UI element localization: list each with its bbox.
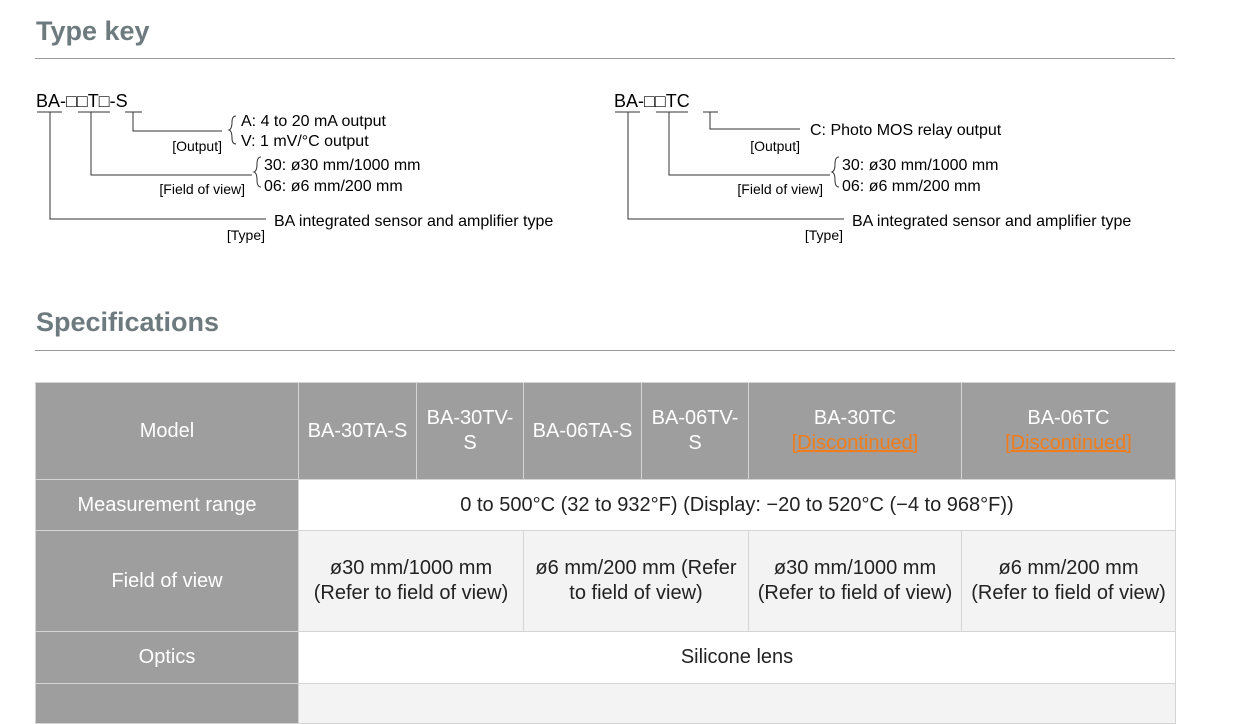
table-row-field-of-view: Field of view ø30 mm/1000 mm (Refer to f… bbox=[35, 530, 1176, 632]
table-row-next bbox=[35, 683, 1176, 724]
discontinued-link-ba-06tc[interactable]: [Discontinued] bbox=[1005, 432, 1132, 454]
fov-value-06tc: ø6 mm/200 mm (Refer to field of view) bbox=[961, 530, 1176, 632]
model-ba-30tc-cell: BA-30TC [Discontinued] bbox=[748, 382, 962, 480]
fov-option-30: 30: ø30 mm/1000 mm bbox=[842, 157, 999, 174]
model-ba-30ta-s: BA-30TA-S bbox=[298, 382, 417, 480]
type-key-title: Type key bbox=[36, 16, 150, 46]
model-ba-30tc: BA-30TC bbox=[813, 407, 897, 429]
output-label: [Output] bbox=[750, 138, 800, 154]
specifications-table: Model BA-30TA-S BA-30TV-S BA-06TA-S BA-0… bbox=[35, 382, 1176, 724]
discontinued-link-ba-30tc[interactable]: [Discontinued] bbox=[791, 432, 919, 454]
specifications-title: Specifications bbox=[36, 307, 220, 337]
model-code-pattern: BA-□□TC bbox=[614, 91, 690, 111]
type-label: [Type] bbox=[227, 227, 265, 243]
type-label: [Type] bbox=[805, 227, 843, 243]
row-label-next bbox=[35, 683, 299, 724]
output-option-c: C: Photo MOS relay output bbox=[810, 122, 1002, 139]
type-key-diagram-tc-lines: BA-□□TC C: Photo MOS relay output [Outpu… bbox=[614, 91, 1131, 243]
table-row-optics: Optics Silicone lens bbox=[35, 631, 1176, 684]
model-ba-06ta-s: BA-06TA-S bbox=[523, 382, 642, 480]
model-code-pattern: BA-□□T□-S bbox=[36, 91, 128, 111]
model-ba-06tc: BA-06TC bbox=[1027, 407, 1110, 429]
table-row-model: Model BA-30TA-S BA-30TV-S BA-06TA-S BA-0… bbox=[35, 382, 1176, 480]
type-key-diagram-tc: BA-□□TC C: Photo MOS relay output [Outpu… bbox=[614, 86, 1194, 256]
fov-value-30tc: ø30 mm/1000 mm (Refer to field of view) bbox=[748, 530, 962, 632]
model-header: Model bbox=[35, 382, 299, 480]
model-ba-06tc-cell: BA-06TC [Discontinued] bbox=[961, 382, 1176, 480]
measurement-range-value: 0 to 500°C (32 to 932°F) (Display: −20 t… bbox=[298, 479, 1176, 531]
type-key-diagram-ta-lines: BA-□□T□-S [Output] A: 4 to 20 mA output … bbox=[36, 91, 553, 243]
row-label-field-of-view: Field of view bbox=[35, 530, 299, 632]
type-desc: BA integrated sensor and amplifier type bbox=[852, 213, 1131, 230]
fov-value-06ta-06tv: ø6 mm/200 mm (Refer to field of view) bbox=[523, 530, 749, 632]
fov-value-30ta-30tv: ø30 mm/1000 mm (Refer to field of view) bbox=[298, 530, 524, 632]
output-option-v: V: 1 mV/°C output bbox=[241, 133, 369, 150]
fov-option-30: 30: ø30 mm/1000 mm bbox=[264, 157, 421, 174]
output-option-a: A: 4 to 20 mA output bbox=[241, 113, 387, 130]
type-key-divider bbox=[35, 58, 1175, 59]
next-row-value bbox=[298, 683, 1176, 724]
table-row-measurement-range: Measurement range 0 to 500°C (32 to 932°… bbox=[35, 479, 1176, 531]
specifications-divider bbox=[35, 350, 1175, 351]
type-key-diagram-ta: BA-□□T□-S [Output] A: 4 to 20 mA output … bbox=[36, 86, 616, 256]
row-label-measurement-range: Measurement range bbox=[35, 479, 299, 531]
model-ba-30tv-s: BA-30TV-S bbox=[416, 382, 524, 480]
row-label-optics: Optics bbox=[35, 631, 299, 684]
optics-value: Silicone lens bbox=[298, 631, 1176, 684]
type-desc: BA integrated sensor and amplifier type bbox=[274, 213, 553, 230]
output-label: [Output] bbox=[172, 138, 222, 154]
fov-option-06: 06: ø6 mm/200 mm bbox=[264, 178, 403, 195]
fov-label: [Field of view] bbox=[159, 181, 245, 197]
fov-label: [Field of view] bbox=[737, 181, 823, 197]
model-ba-06tv-s: BA-06TV-S bbox=[641, 382, 749, 480]
fov-option-06: 06: ø6 mm/200 mm bbox=[842, 178, 981, 195]
